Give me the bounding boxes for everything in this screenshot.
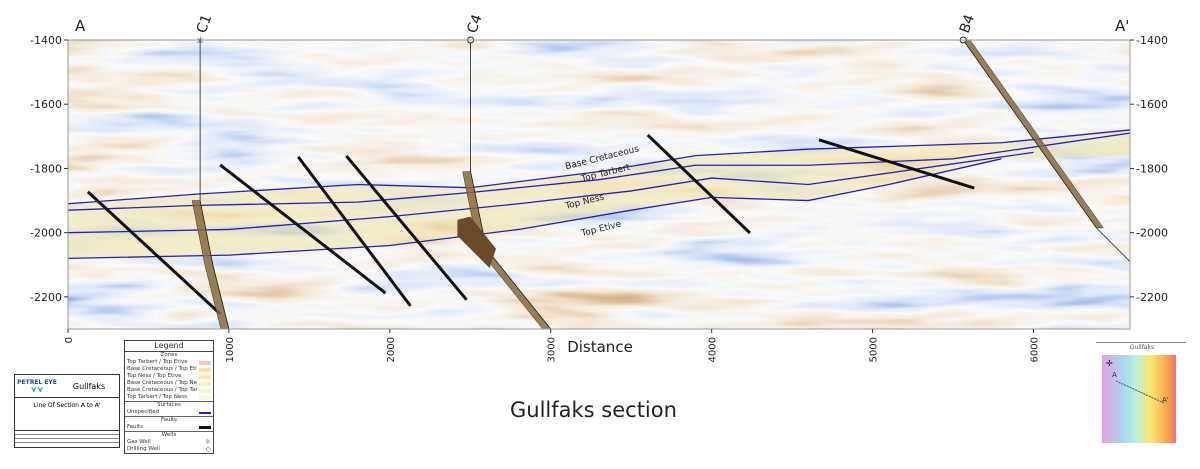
fault-line[interactable] [219, 163, 387, 295]
minimap-end-label: A' [1162, 396, 1169, 404]
legend-zone: Top Ness / Top Etive [125, 373, 213, 380]
legend-zone-swatch [199, 367, 211, 372]
horizon-line [68, 151, 1034, 234]
legend-zone-label: Top Tarbert / Top Etive [127, 359, 188, 365]
page-title: Gullfaks section [510, 398, 677, 422]
logo-text: PETREL EYE [17, 378, 57, 386]
north-arrow-icon: ✛ [1106, 359, 1113, 368]
legend-zone-label: Top Ness / Top Etive [127, 373, 182, 379]
x-tick-label: 2000 [386, 337, 397, 362]
gas-well-icon: ☼ [196, 36, 205, 47]
legend-zones-title: Zones [160, 352, 178, 358]
legend-zone-label: Top Tarbert / Top Ness [127, 394, 188, 400]
x-tick-label: 5000 [869, 337, 880, 362]
legend-surface-label: Unspecified [127, 409, 160, 415]
fault-line[interactable] [818, 138, 975, 190]
horizon-line [68, 132, 1130, 211]
title-block: PETREL EYE⋎⋎ Gullfaks Line Of Section A … [14, 374, 120, 448]
y-tick-label: -2000 [30, 227, 62, 240]
x-axis-label: Distance [567, 338, 633, 356]
legend-zone-label: Base Cretaceous / Top Ness [127, 380, 197, 386]
well-C4[interactable]: C4 [457, 12, 552, 330]
well-C1[interactable]: ☼C1 [191, 12, 230, 330]
legend-zone-swatch [199, 374, 211, 379]
y-tick-label: -1600 [30, 98, 62, 111]
well-name-label: C1 [194, 12, 215, 35]
well-B4[interactable]: B4 [957, 12, 1131, 262]
y-tick-label: -1600 [1136, 98, 1168, 111]
x-tick-label: 6000 [1029, 337, 1040, 362]
y-tick-label: -1400 [30, 34, 62, 47]
title-block-info-rows [15, 431, 119, 443]
x-tick-label: 0 [64, 337, 75, 343]
section-description: Line Of Section A to A' [15, 398, 119, 431]
fault-line[interactable] [646, 133, 751, 235]
legend-zone: Top Tarbert / Top Etive [125, 359, 213, 366]
fault-line[interactable] [345, 154, 468, 301]
y-tick-label: -2000 [1136, 227, 1168, 240]
legend-well-drilling-label: Drilling Well [127, 446, 160, 452]
section-end-right: A' [1115, 17, 1129, 35]
y-tick-label: -1800 [1136, 162, 1168, 175]
gas-well-icon: ☼ [204, 438, 211, 446]
plot-frame [67, 39, 1131, 330]
well-trajectory [199, 40, 230, 330]
legend-surface: Unspecified [125, 409, 213, 416]
project-name: Gullfaks [72, 381, 106, 391]
legend-zone-swatch [199, 388, 211, 393]
legend-faults-title: Faults [125, 416, 213, 424]
legend-zone-swatch [199, 395, 211, 400]
legend-zone-swatch [199, 360, 211, 365]
horizon-line [68, 158, 1002, 260]
location-minimap: Gullfaks ✛ A A' [1096, 342, 1188, 460]
well-name-label: B4 [957, 12, 978, 35]
legend-surfaces-title: Surfaces [125, 401, 213, 409]
section-end-left: A [75, 17, 86, 35]
y-tick-label: -2200 [1136, 291, 1168, 304]
legend-wells-title: Wells [125, 431, 213, 439]
legend-zone-swatch [199, 381, 211, 386]
y-tick-label: -1800 [30, 162, 62, 175]
legend-zone: Base Cretaceous / Top Tarbert [125, 387, 213, 394]
well-log-block [457, 216, 497, 268]
x-tick-label: 3000 [547, 337, 558, 362]
minimap-title: Gullfaks [1129, 344, 1155, 351]
x-tick-label: 1000 [225, 337, 236, 362]
drilling-well-icon: ◇ [205, 445, 211, 453]
petrel-logo: PETREL EYE⋎⋎ [17, 378, 57, 394]
y-tick-label: -1400 [1136, 34, 1168, 47]
well-trajectory [962, 39, 1131, 262]
well-trajectory [470, 40, 552, 330]
legend-zone: Base Cretaceous / Top Etive [125, 366, 213, 373]
y-tick-label: -2200 [30, 291, 62, 304]
legend-zone-label: Base Cretaceous / Top Etive [127, 366, 197, 372]
section-line [1115, 380, 1165, 404]
legend-well-drilling: Drilling Well ◇ [125, 446, 213, 453]
legend-zone: Top Tarbert / Top Ness [125, 394, 213, 401]
horizon-line [68, 129, 1130, 205]
legend-fault: Faults [125, 424, 213, 431]
x-tick-label: 4000 [708, 337, 719, 362]
fault-line[interactable] [297, 155, 412, 307]
legend-zone-label: Base Cretaceous / Top Tarbert [127, 387, 197, 393]
legend-well-gas: Gas Well ☼ [125, 439, 213, 446]
legend-well-gas-label: Gas Well [127, 439, 151, 445]
legend-fault-label: Faults [127, 424, 144, 430]
fault-line[interactable] [86, 190, 222, 316]
legend-title: Legend [125, 341, 213, 352]
well-name-label: C4 [464, 12, 485, 35]
legend-zone: Base Cretaceous / Top Ness [125, 380, 213, 387]
minimap-start-label: A [1112, 371, 1117, 379]
